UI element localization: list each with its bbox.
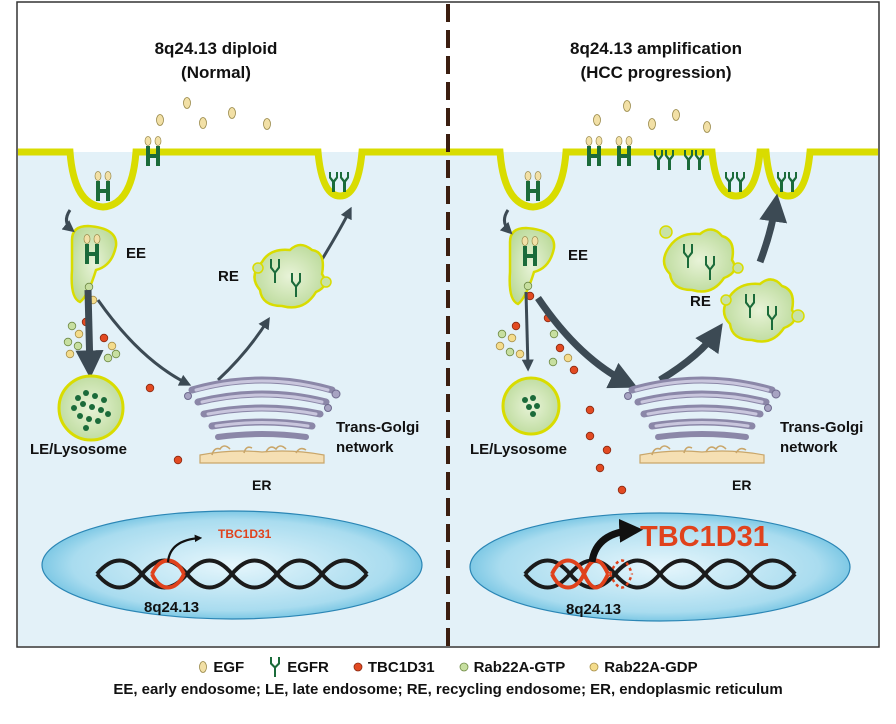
arrow-endocytosis-right	[499, 209, 513, 235]
legend-tbc1d31: TBC1D31	[353, 659, 435, 676]
right-panel: 8q24.13 amplification (HCC progression) …	[469, 39, 863, 622]
transcription-arrow-left	[166, 534, 203, 563]
re-label-left: RE	[218, 268, 239, 285]
nucleus-left	[41, 510, 423, 620]
gene-label-left: TBC1D31	[218, 527, 272, 541]
ee-label-left: EE	[126, 245, 146, 262]
rab22a-gdp-dot-icon	[589, 662, 599, 672]
degraded-receptors-right	[522, 395, 540, 417]
arrow-to-lysosome-right	[521, 291, 534, 372]
plasma-membrane	[18, 148, 878, 211]
legend-egfr: EGFR	[268, 656, 329, 678]
legend-egfr-label: EGFR	[287, 658, 329, 676]
lysosome-label-right: LE/Lysosome	[470, 441, 567, 458]
locus-label-left: 8q24.13	[144, 599, 199, 616]
right-title-line2: (HCC progression)	[580, 63, 731, 82]
tbc1d31-dot-icon	[353, 662, 363, 672]
golgi-label-left-2: network	[336, 439, 394, 456]
legend-egf: EGF	[198, 659, 244, 676]
golgi-label-right-2: network	[780, 439, 838, 456]
degraded-receptors	[71, 390, 111, 431]
lysosome-label-left: LE/Lysosome	[30, 441, 127, 458]
left-title-line2: (Normal)	[181, 63, 251, 82]
left-panel: 8q24.13 diploid (Normal) EE	[30, 39, 423, 620]
golgi-label-left-1: Trans-Golgi	[336, 419, 419, 436]
legend-rab22a-gdp-label: Rab22A-GDP	[604, 658, 698, 676]
egfr-icon	[270, 657, 281, 677]
nucleus-right	[469, 512, 851, 622]
legend-tbc1d31-label: TBC1D31	[367, 658, 435, 676]
left-title-line1: 8q24.13 diploid	[155, 39, 278, 58]
early-endosome-right	[508, 226, 556, 306]
egf-icon	[199, 661, 208, 673]
arrow-golgi-to-re	[216, 316, 270, 382]
gene-locus-right	[550, 558, 634, 590]
legend-egf-label: EGF	[213, 658, 245, 676]
legend-rab22a-gtp-label: Rab22A-GTP	[473, 658, 566, 676]
arrow-re-to-membrane-right	[756, 193, 788, 264]
transcription-arrow-right	[588, 518, 644, 563]
early-endosome	[70, 224, 118, 304]
legend-rab22a-gtp: Rab22A-GTP	[459, 658, 566, 676]
legend: EGF EGFR TBC1D31 Rab22A-GTP Rab22A-GDP E…	[0, 656, 896, 698]
ee-label-right: EE	[568, 247, 588, 264]
golgi-label-right-1: Trans-Golgi	[780, 419, 863, 436]
gene-label-right: TBC1D31	[640, 521, 769, 553]
right-title-line1: 8q24.13 amplification	[570, 39, 742, 58]
legend-abbreviations: EE, early endosome; LE, late endosome; R…	[113, 681, 783, 698]
arrow-golgi-to-re-right	[658, 323, 723, 384]
rab22a-gtp-dot-icon	[459, 662, 468, 672]
legend-symbols: EGF EGFR TBC1D31 Rab22A-GTP Rab22A-GDP	[0, 656, 896, 678]
arrow-to-golgi	[96, 299, 192, 386]
locus-label-right: 8q24.13	[566, 601, 621, 618]
er-label-left: ER	[252, 477, 271, 493]
re-label-right: RE	[690, 293, 711, 310]
arrow-to-lysosome	[75, 289, 104, 379]
legend-rab22a-gdp: Rab22A-GDP	[589, 658, 698, 676]
arrow-to-golgi-right	[535, 296, 638, 389]
arrow-endocytosis	[61, 209, 75, 233]
er-label-right: ER	[732, 477, 751, 493]
